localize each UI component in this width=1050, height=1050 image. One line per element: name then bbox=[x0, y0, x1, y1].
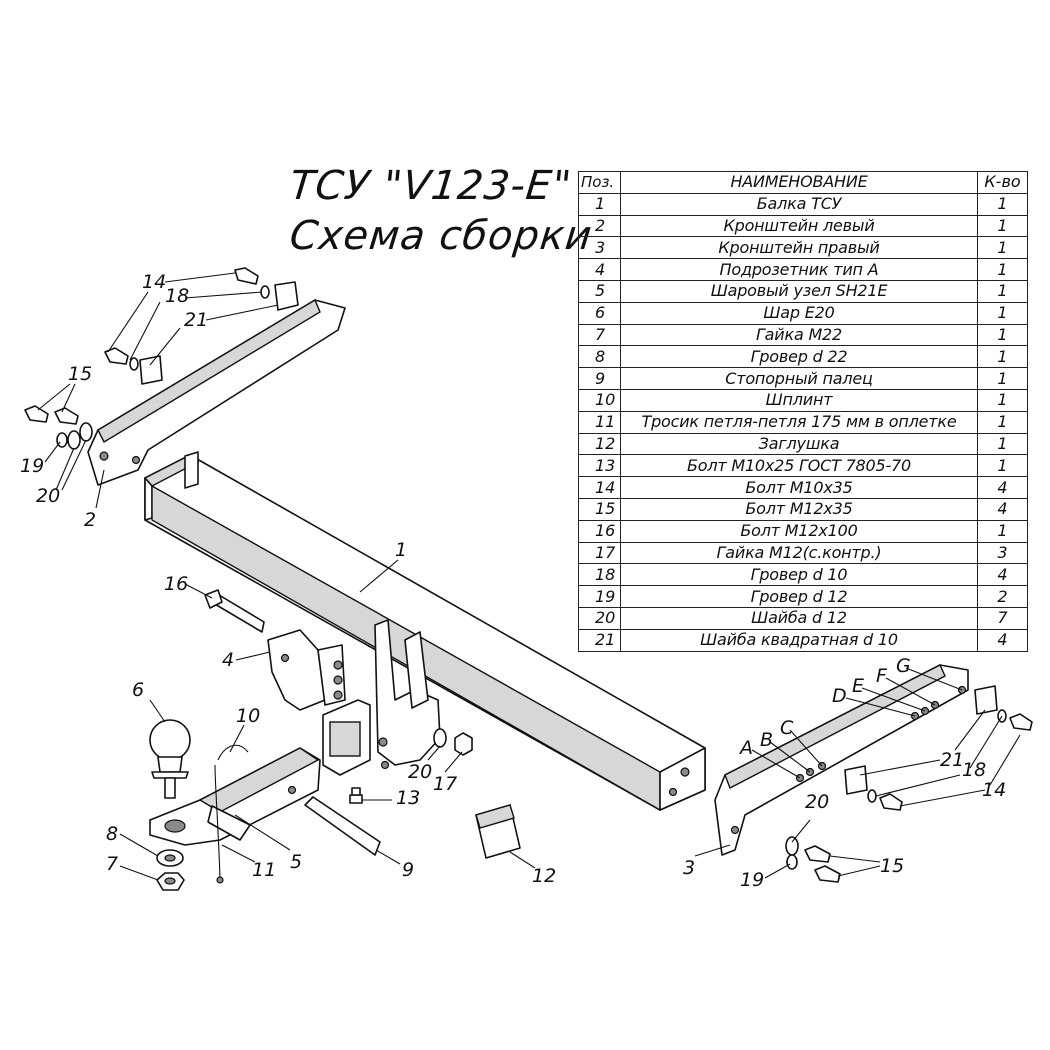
hole-label-d: D bbox=[832, 685, 847, 707]
row-pos: 16 bbox=[578, 519, 621, 543]
ball-nut bbox=[156, 872, 185, 891]
callout-13: 13 bbox=[396, 787, 420, 809]
callout-6: 6 bbox=[132, 679, 144, 701]
left-bracket bbox=[87, 298, 346, 486]
callout-20-left: 20 bbox=[36, 485, 60, 507]
row-name: Болт М12х35 bbox=[620, 497, 978, 521]
callout-19-right: 19 bbox=[740, 869, 764, 891]
callout-5: 5 bbox=[290, 851, 302, 873]
hole-label-f: F bbox=[876, 665, 888, 687]
end-cap bbox=[475, 804, 521, 859]
header-pos: Поз. bbox=[578, 171, 621, 194]
row-name: Гайка М12(с.контр.) bbox=[620, 541, 978, 565]
washer-mid bbox=[433, 728, 447, 748]
cotter-pin bbox=[214, 744, 249, 884]
callout-10: 10 bbox=[236, 705, 260, 727]
row-pos: 19 bbox=[578, 585, 621, 608]
callout-1: 1 bbox=[395, 539, 407, 561]
callout-2: 2 bbox=[84, 509, 96, 531]
row-qty: 4 bbox=[977, 628, 1028, 652]
row-name: Тросик петля-петля 175 мм в оплетке bbox=[620, 410, 978, 434]
callout-21-right: 21 bbox=[940, 749, 964, 771]
callout-17: 17 bbox=[433, 773, 457, 795]
callout-12: 12 bbox=[532, 865, 556, 887]
tow-beam bbox=[143, 451, 706, 812]
row-name: Гровер d 10 bbox=[620, 563, 978, 587]
hole-label-a: A bbox=[738, 737, 753, 759]
row-qty: 1 bbox=[977, 214, 1028, 238]
row-name: Шайба квадратная d 10 bbox=[620, 628, 978, 652]
callout-15-left: 15 bbox=[68, 363, 92, 385]
row-qty: 4 bbox=[977, 476, 1028, 499]
callout-11: 11 bbox=[252, 859, 276, 881]
tow-ball bbox=[149, 719, 191, 799]
callout-14-left: 14 bbox=[142, 271, 166, 293]
hole-label-b: B bbox=[760, 729, 773, 751]
callout-8: 8 bbox=[106, 823, 118, 845]
bolt-m12x100 bbox=[204, 589, 265, 633]
row-name: Шаровый узел SH21E bbox=[620, 279, 978, 303]
callout-labels: 1 2 3 4 5 6 7 8 9 10 11 12 13 14 14 15 1… bbox=[20, 271, 1006, 891]
callout-20-right: 20 bbox=[805, 791, 829, 813]
callout-18-right: 18 bbox=[962, 759, 986, 781]
ball-mount bbox=[149, 747, 321, 846]
row-name: Болт М10х25 ГОСТ 7805-70 bbox=[620, 454, 978, 478]
nut-m12-mid bbox=[454, 732, 473, 756]
row-qty: 1 bbox=[977, 388, 1028, 412]
hole-label-g: G bbox=[896, 655, 911, 677]
callout-9: 9 bbox=[402, 859, 414, 881]
callout-3: 3 bbox=[683, 857, 695, 879]
locking-pin bbox=[304, 796, 381, 856]
receiver-plate bbox=[322, 619, 441, 776]
callout-7: 7 bbox=[106, 853, 118, 875]
right-bracket bbox=[714, 664, 969, 856]
row-pos: 10 bbox=[578, 388, 621, 412]
callout-14-right: 14 bbox=[982, 779, 1006, 801]
callout-19-left: 19 bbox=[20, 455, 44, 477]
right-fasteners bbox=[785, 685, 1033, 883]
callout-16: 16 bbox=[164, 573, 188, 595]
callout-18-left: 18 bbox=[165, 285, 189, 307]
row-pos: 18 bbox=[578, 563, 621, 587]
socket-bracket bbox=[267, 629, 346, 711]
row-pos: 14 bbox=[578, 476, 621, 499]
callout-15-right: 15 bbox=[880, 855, 904, 877]
leader-lines bbox=[37, 272, 1021, 881]
callout-21-left: 21 bbox=[184, 309, 208, 331]
ball-washer bbox=[156, 849, 184, 867]
bolt-m10x25 bbox=[349, 787, 363, 804]
hole-label-e: E bbox=[852, 675, 864, 697]
callout-20-mid: 20 bbox=[408, 761, 432, 783]
hole-label-c: C bbox=[780, 717, 794, 739]
callout-4: 4 bbox=[222, 649, 234, 671]
